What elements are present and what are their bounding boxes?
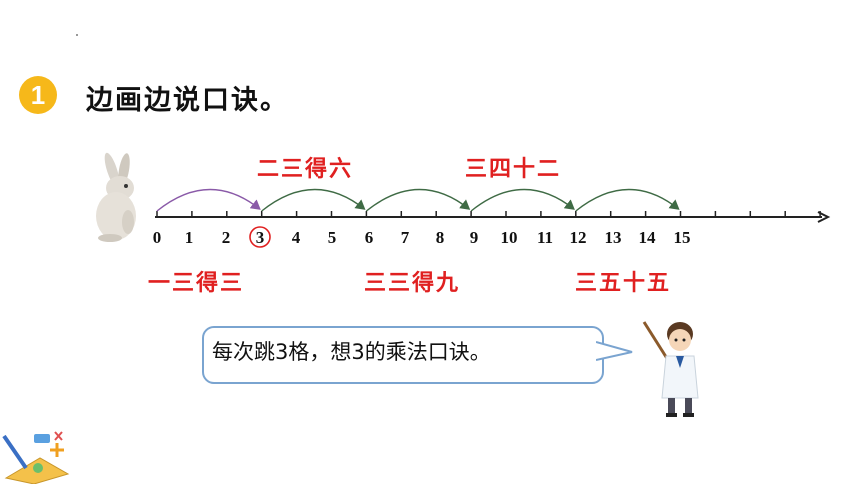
stationery-decoration-icon — [2, 431, 70, 484]
jump-arc — [575, 188, 680, 212]
rhyme-3x5: 三五十五 — [575, 271, 672, 296]
axis-tick-label: 9 — [470, 228, 479, 247]
rhyme-3x4: 三四十二 — [465, 157, 562, 182]
speech-bubble-tail — [596, 341, 633, 361]
section-number-badge: 1 — [19, 76, 57, 114]
rhyme-2x3: 二三得六 — [257, 157, 354, 182]
axis-tick-label: 4 — [292, 228, 301, 247]
jump-arc — [365, 188, 471, 212]
rabbit-illustration — [96, 152, 136, 242]
axis-tick-label: 8 — [436, 228, 445, 247]
axis-arrow-icon — [817, 211, 831, 223]
axis-tick-label: 15 — [674, 228, 691, 247]
rhyme-3x3: 三三得九 — [364, 271, 461, 296]
axis-tick-label: 3 — [256, 228, 265, 247]
axis-tick-label: 14 — [639, 228, 657, 247]
axis-tick-label: 1 — [185, 228, 194, 247]
circled-three-marker — [249, 226, 271, 248]
axis-tick-label: 12 — [570, 228, 587, 247]
axis-tick-label: 2 — [222, 228, 231, 247]
rhyme-1x3: 一三得三 — [148, 271, 245, 296]
speech-text: 每次跳3格，想3的乘法口诀。 — [212, 340, 491, 364]
section-title: 边画边说口诀。 — [86, 85, 289, 116]
jump-arc — [156, 188, 261, 212]
axis-tick-label: 13 — [605, 228, 622, 247]
axis-tick-label: 10 — [501, 228, 518, 247]
axis-tick-label: 6 — [365, 228, 374, 247]
axis-tick-label: 0 — [153, 228, 162, 247]
speech-bubble — [202, 326, 604, 384]
jump-arc — [261, 188, 366, 212]
teacher-illustration — [642, 321, 699, 417]
axis-tick-label: 7 — [401, 228, 410, 247]
jump-arc — [470, 188, 575, 212]
axis-tick-label: 5 — [328, 228, 337, 247]
axis-tick-label: 11 — [537, 228, 553, 247]
decor-dot — [76, 34, 78, 36]
